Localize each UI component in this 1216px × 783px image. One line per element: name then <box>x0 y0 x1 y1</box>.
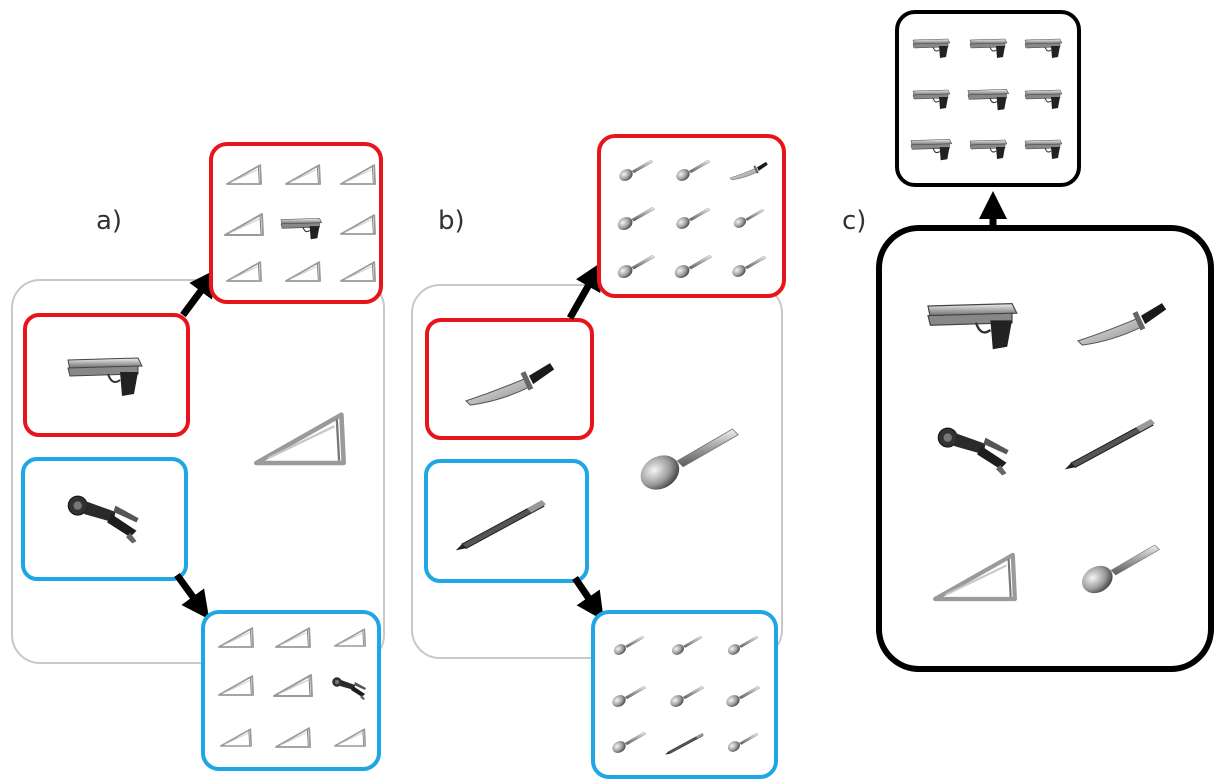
arrow-to-blue-grid-a <box>174 572 210 620</box>
arrow-to-red-grid-a <box>180 268 218 318</box>
spoon-icon <box>633 428 739 497</box>
arrow-to-red-grid-b <box>566 261 602 320</box>
panel-c-object-set <box>876 225 1214 672</box>
panel-b-label: b) <box>438 206 465 236</box>
panel-b-cue-box <box>425 318 594 440</box>
panel-a-label: a) <box>96 206 123 236</box>
panel-c-label: c) <box>842 206 867 236</box>
arrow-to-blue-grid-b <box>572 576 604 621</box>
panel-a-blue-grid <box>201 610 381 771</box>
carpenter-square-icon <box>256 415 343 463</box>
